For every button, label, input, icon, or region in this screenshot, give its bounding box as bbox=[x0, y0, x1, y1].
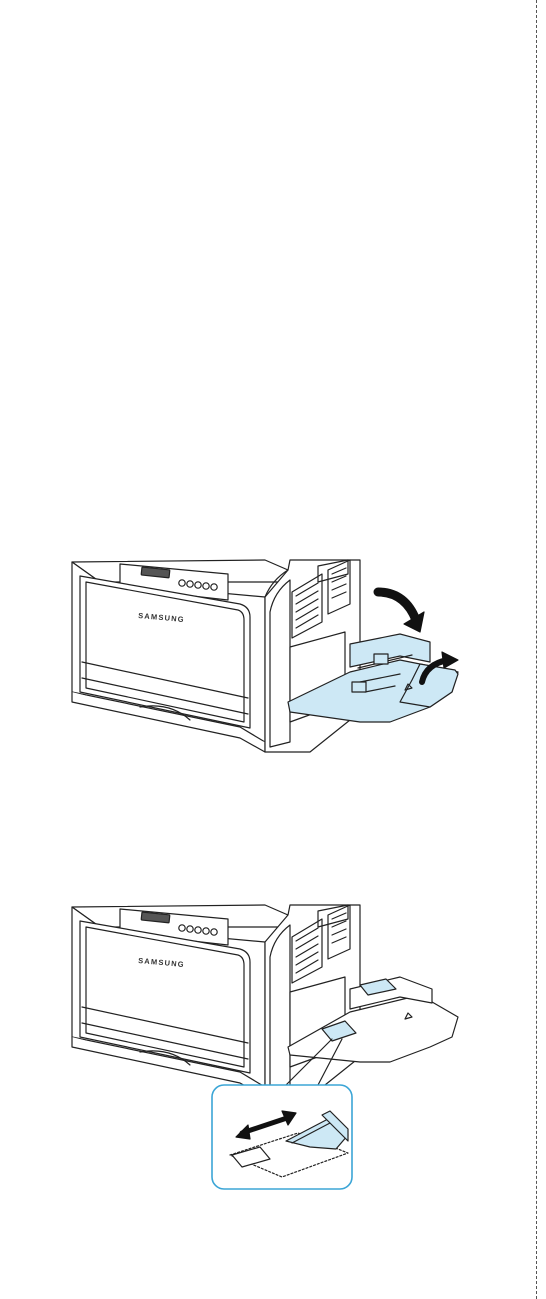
paper-guide-tab bbox=[352, 682, 366, 692]
paper-guide-tab bbox=[374, 654, 388, 664]
open-direction-arrow-icon bbox=[378, 592, 416, 620]
arrow-head-icon bbox=[442, 652, 458, 668]
figure-open-tray: SAMSUNG bbox=[60, 552, 470, 767]
printer-illustration-1: SAMSUNG bbox=[60, 552, 470, 767]
page-cut-line bbox=[536, 0, 537, 1299]
figure-adjust-guide: SAMSUNG bbox=[60, 897, 470, 1197]
printer-illustration-2: SAMSUNG bbox=[60, 897, 470, 1197]
